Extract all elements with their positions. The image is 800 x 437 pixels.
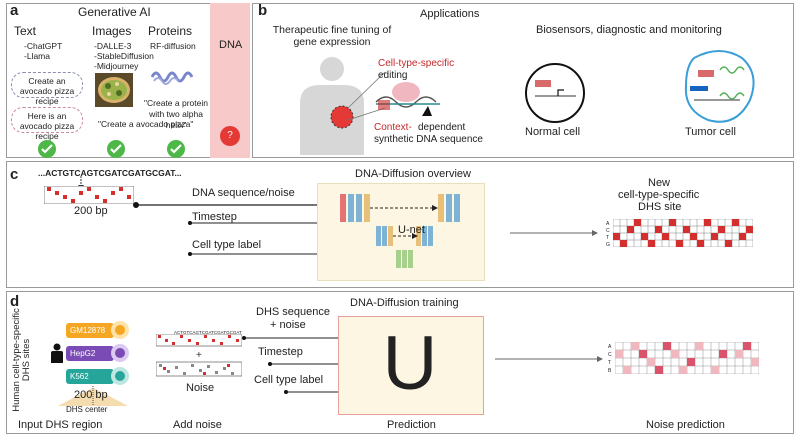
normal-cell-label: Normal cell xyxy=(525,126,581,138)
output-sequence-grid xyxy=(613,219,753,247)
panel-b-label: b xyxy=(258,2,268,19)
dhs-center-label: DHS center xyxy=(66,405,108,414)
check-icon xyxy=(107,140,125,158)
training-input-1b: + noise xyxy=(270,319,306,331)
mini-sequence: ACTGTCAGTCGATCGATGCGAT xyxy=(174,330,242,335)
unet-label: U-net xyxy=(398,224,425,236)
dna-heading: DNA xyxy=(219,39,243,51)
context-label-2: dependent xyxy=(418,122,466,133)
cell-line-markers xyxy=(111,321,129,385)
person-icon xyxy=(51,343,63,363)
context-label-1: Context- xyxy=(374,122,412,133)
cell-line-hepg2: HepG2 xyxy=(66,346,114,361)
pizza-image xyxy=(95,73,133,107)
bp-label-d: 200 bp xyxy=(74,389,108,401)
editing-label: editing xyxy=(378,70,408,81)
noise-prediction-grid xyxy=(615,342,759,374)
dhs-peak xyxy=(58,386,128,406)
images-item-2: -StableDiffusion xyxy=(94,51,154,61)
context-label-3: synthetic DNA sequence xyxy=(374,134,483,145)
prediction-caption: Prediction xyxy=(387,419,436,431)
therapeutic-text: Therapeutic fine tuning of gene expressi… xyxy=(272,24,392,48)
panel-c-label: c xyxy=(10,166,19,183)
noise-row-b: B xyxy=(608,368,612,374)
biosensors-title: Biosensors, diagnostic and monitoring xyxy=(536,24,722,36)
prediction-box xyxy=(338,316,484,415)
noise-prediction-caption: Noise prediction xyxy=(646,419,725,431)
noise-row-t: T xyxy=(608,360,612,366)
panel-d-label: d xyxy=(10,293,20,310)
images-heading: Images xyxy=(92,24,132,38)
proteins-heading: Proteins xyxy=(148,24,193,38)
proteins-caption: "Create a protein with two alpha helix" xyxy=(144,98,208,130)
training-connectors xyxy=(242,336,338,394)
row-label-g: G xyxy=(606,242,610,248)
overview-title: DNA-Diffusion overview xyxy=(355,168,471,180)
noise-row-c: C xyxy=(608,352,612,358)
response-bubble: Here is an avocado pizza recipe xyxy=(11,107,83,141)
output-title-1: New xyxy=(648,177,671,189)
check-icon xyxy=(38,140,56,158)
unet-diagram xyxy=(340,194,460,268)
output-arrow-c xyxy=(510,230,598,236)
cell-line-k562: K562 xyxy=(66,369,114,384)
input-cell-type-label: Cell type label xyxy=(192,239,262,251)
images-item-1: -DALLE-3 xyxy=(94,41,132,51)
proteins-item-1: RF-diffusion xyxy=(150,41,196,51)
bp-label-c: 200 bp xyxy=(74,205,108,217)
protein-structure-icon xyxy=(150,71,194,85)
output-title-2: cell-type-specific xyxy=(618,189,700,201)
training-title: DNA-Diffusion training xyxy=(350,297,459,309)
add-noise-grids: + xyxy=(156,334,242,377)
noise-row-a: A xyxy=(608,344,612,350)
input-timestep: Timestep xyxy=(192,211,237,223)
sequence-text: ...ACTGTCAGTCGATCGATGCGAT... xyxy=(38,168,182,178)
text-item-1: -ChatGPT xyxy=(24,41,63,51)
input-caption: Input DHS region xyxy=(18,419,103,431)
panel-b-title: Applications xyxy=(420,8,480,20)
noise-label: Noise xyxy=(186,382,215,394)
row-label-t: T xyxy=(606,235,610,241)
unknown-badge: ? xyxy=(220,126,240,146)
text-item-2: -Llama xyxy=(24,51,50,61)
input-dna-sequence: DNA sequence/noise xyxy=(192,187,295,199)
tumor-cell-label: Tumor cell xyxy=(685,126,736,138)
normal-cell-diagram xyxy=(525,63,585,123)
text-heading: Text xyxy=(14,24,37,38)
prompt-bubble: Create an avocado pizza recipe xyxy=(11,72,83,106)
check-icon xyxy=(167,140,185,158)
input-sequence-grid xyxy=(44,186,134,204)
unet-symbol: U xyxy=(382,321,438,406)
person-silhouette xyxy=(300,57,364,155)
panel-a-label: a xyxy=(10,2,19,19)
add-noise-caption: Add noise xyxy=(173,419,222,431)
panel-a-title: Generative AI xyxy=(78,5,151,19)
svg-text:+: + xyxy=(196,350,202,361)
training-input-1a: DHS sequence xyxy=(256,306,330,318)
cell-line-gm12878: GM12878 xyxy=(66,323,114,338)
output-title-3: DHS site xyxy=(638,201,682,213)
tumor-cell-diagram xyxy=(684,50,755,123)
training-input-2: Timestep xyxy=(258,346,303,358)
label-connector xyxy=(188,252,328,256)
row-label-c: C xyxy=(606,228,610,234)
cell-type-specific-label: Cell-type-specific xyxy=(378,58,455,69)
side-label: Human cell-type-specific DHS sites xyxy=(11,308,32,412)
row-label-a: A xyxy=(606,221,610,227)
images-item-3: -Midjourney xyxy=(94,61,139,71)
output-arrow-d xyxy=(495,356,603,362)
training-input-3: Cell type label xyxy=(254,374,324,386)
overview-connectors xyxy=(133,202,326,225)
images-caption: "Create a avocado pizza" xyxy=(98,119,194,129)
editing-dna-diagram xyxy=(375,82,440,116)
